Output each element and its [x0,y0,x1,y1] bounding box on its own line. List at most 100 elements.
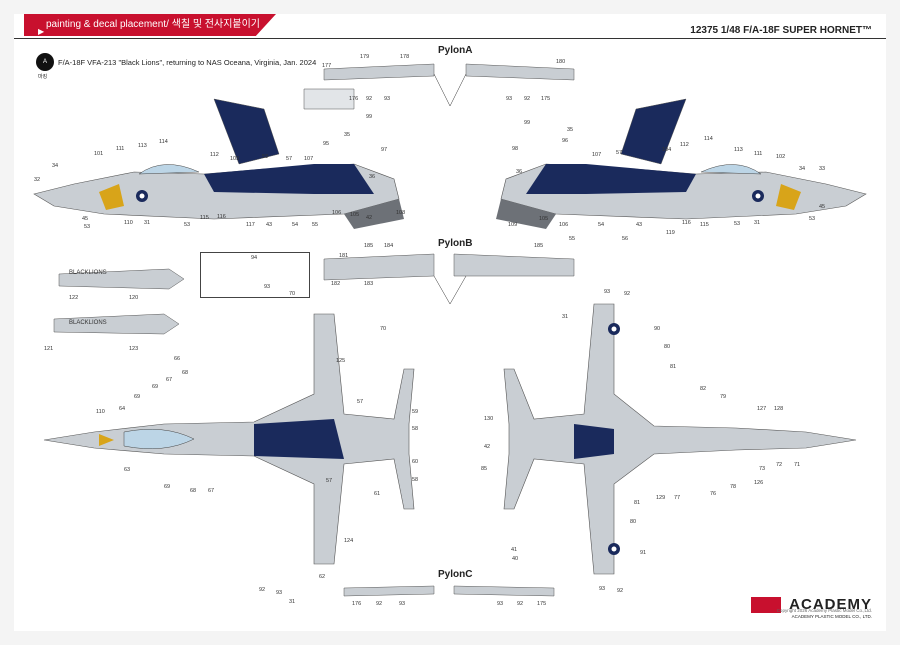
callout-36: 36 [369,174,376,180]
callout-b-92b: 92 [617,588,624,594]
callout-t-68: 68 [182,370,189,376]
callout-53c: 53 [184,222,191,228]
callout-b-71: 71 [794,462,801,468]
callout-b-40: 40 [512,556,519,562]
callout-b-31: 31 [562,314,569,320]
callout-115: 115 [200,215,209,221]
pylon-b-callout-185: 185 [364,243,374,249]
callout-r-57: 57 [616,150,623,156]
callout-b-80: 80 [664,344,671,350]
callout-r-105: 105 [539,216,549,222]
inset-callout: 94 [251,255,258,261]
callout-107: 107 [304,156,314,162]
callout-t-58b: 58 [412,477,419,483]
fuel-tank-lower [53,313,180,335]
callout-t-67: 67 [166,377,173,383]
callout-b-78: 78 [730,484,737,490]
callout-r-56: 56 [622,236,629,242]
callout-r-115: 115 [700,222,709,228]
pylon-a-callout-177: 177 [322,63,332,69]
pylon-a-callout-176: 176 [349,96,359,102]
callout-b-79: 79 [720,394,727,400]
callout-53b: 53 [84,224,91,230]
callout-b-93: 93 [604,289,611,295]
callout-t-93b: 93 [276,590,283,596]
callout-b-85: 85 [481,466,488,472]
callout-112: 112 [210,152,219,158]
callout-r-55: 55 [569,236,576,242]
pylon-b-callout-181: 181 [339,253,349,259]
callout-110: 110 [124,220,133,226]
callout-b-93b: 93 [599,586,606,592]
callout-34: 34 [52,163,59,169]
callout-r-31: 31 [754,220,761,226]
callout-54: 54 [292,222,299,228]
fuel-tank-upper-part-b: 120 [129,295,139,301]
callout-57: 57 [286,156,293,162]
academy-logo: ACADEMY ACADEMY PLASTIC MODEL CO., LTD. [750,596,872,619]
scheme-title: F/A-18F VFA-213 "Black Lions", returning… [58,58,317,67]
pylon-b-callout-185b: 185 [534,243,544,249]
callout-r-98: 98 [512,146,519,152]
callout-t-124: 124 [344,538,354,544]
callout-r-112: 112 [680,142,689,148]
callout-b-72: 72 [776,462,783,468]
callout-r-45: 45 [819,204,826,210]
callout-b-127: 127 [757,406,767,412]
callout-t-67b: 67 [208,488,215,494]
callout-53: 53 [262,154,269,160]
instruction-sheet: ▶ painting & decal placement/ 색칠 및 전사지붙이… [14,14,886,631]
callout-r-99: 99 [524,120,531,126]
copyright-notice: Copyright 2026 Academy Plastic Model Co.… [776,608,872,613]
callout-t-57b: 57 [326,478,333,484]
callout-r-119: 119 [666,230,675,236]
fuel-tank-upper [58,268,185,290]
callout-t-64: 64 [119,406,126,412]
callout-42: 42 [366,215,373,221]
callout-b-41: 41 [511,547,518,553]
pylon-a-callout-92: 92 [366,96,373,102]
pylon-c-callout-93: 93 [399,601,406,607]
section-tab: ▶ painting & decal placement/ 색칠 및 전사지붙이… [24,14,276,36]
pylon-a [303,63,575,110]
callout-b-80b: 80 [630,519,637,525]
kit-title: 12375 1/48 F/A-18F SUPER HORNET™ [690,25,872,36]
callout-t-92: 92 [259,587,266,593]
callout-116: 116 [217,214,226,220]
callout-r-111: 111 [754,151,763,157]
callout-114: 114 [159,139,168,145]
callout-108: 108 [396,210,406,216]
pylon-c-callout-92b: 92 [517,601,524,607]
callout-t-68b: 68 [190,488,197,494]
callout-32: 32 [34,177,41,183]
callout-b-82: 82 [700,386,707,392]
callout-43: 43 [266,222,273,228]
callout-t-66: 66 [174,356,181,362]
callout-t-31: 31 [289,599,296,605]
callout-t-60: 60 [412,459,419,465]
callout-97: 97 [381,147,388,153]
callout-45: 45 [82,216,89,222]
callout-31: 31 [144,220,151,226]
callout-r-34: 34 [799,166,806,172]
callout-99: 99 [366,114,373,120]
callout-t-61: 61 [374,491,381,497]
logo-wordmark: ACADEMY [789,596,872,614]
pylon-a-callout-92b: 92 [524,96,531,102]
callout-t-57: 57 [357,399,364,405]
callout-b-130: 130 [484,416,494,422]
scheme-sub-label: 마킹 [38,74,48,80]
pylon-a-callout-180: 180 [556,59,566,65]
callout-t-70b: 70 [380,326,387,332]
callout-t-93: 93 [264,284,271,290]
callout-t-63: 63 [124,467,131,473]
callout-r-104: 104 [662,147,672,153]
callout-t-69a: 69 [134,394,141,400]
pylon-b-callout-183: 183 [364,281,374,287]
callout-r-53: 53 [809,216,816,222]
callout-r-54: 54 [598,222,605,228]
fuel-tank-lower-part-b: 123 [129,346,139,352]
callout-b-90: 90 [654,326,661,332]
pylon-b-callout-184: 184 [384,243,394,249]
pylon-a-callout-93b: 93 [506,96,513,102]
